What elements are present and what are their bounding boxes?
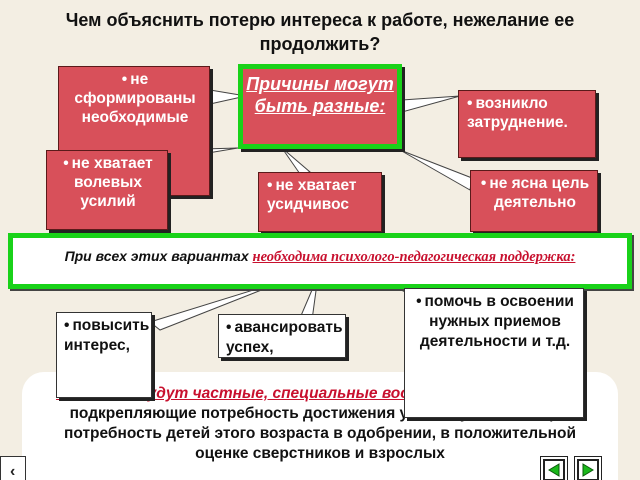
action-text-help-methods: помочь в освоении нужных приемов деятель… bbox=[412, 292, 578, 352]
reason-callout-perseverance: не хватает усидчивос bbox=[258, 172, 382, 232]
action-advance-success: авансировать успех, bbox=[218, 314, 346, 358]
action-text-advance-success: авансировать успех, bbox=[226, 318, 343, 358]
action-help-methods: помочь в освоении нужных приемов деятель… bbox=[404, 288, 584, 418]
action-text-interest: повысить интерес, bbox=[64, 316, 149, 356]
page-title: Чем объяснить потерю интереса к работе, … bbox=[65, 10, 575, 54]
reason-text-difficulty: возникло затруднение. bbox=[467, 94, 589, 132]
nav-prev-icon bbox=[543, 459, 565, 480]
reason-callout-goal: не ясна цель деятельно bbox=[470, 170, 598, 232]
support-highlight: необходима психолого-педагогическая подд… bbox=[252, 249, 576, 265]
action-interest: повысить интерес, bbox=[56, 312, 152, 398]
nav-next-icon bbox=[577, 459, 599, 480]
nav-back-icon: ‹ bbox=[10, 463, 16, 480]
reason-callout-willpower: не хватает волевых усилий bbox=[46, 150, 168, 230]
reasons-heading-box: Причины могут быть разные: bbox=[238, 64, 402, 149]
reasons-heading-text: Причины могут быть разные: bbox=[246, 74, 394, 116]
reason-callout-difficulty: возникло затруднение. bbox=[458, 90, 596, 158]
reason-text-goal: не ясна цель деятельно bbox=[479, 174, 591, 212]
support-prefix: При всех этих вариантах bbox=[64, 248, 253, 264]
reason-text-willpower: не хватает волевых усилий bbox=[55, 154, 161, 211]
reason-text-skills: не сформированы необходимые bbox=[67, 70, 203, 127]
reason-text-perseverance: не хватает усидчивос bbox=[267, 176, 375, 214]
support-banner: При всех этих вариантах необходима психо… bbox=[8, 233, 632, 289]
nav-prev-button[interactable] bbox=[540, 456, 568, 480]
nav-back-button[interactable]: ‹ bbox=[0, 456, 26, 480]
nav-next-button[interactable] bbox=[574, 456, 602, 480]
